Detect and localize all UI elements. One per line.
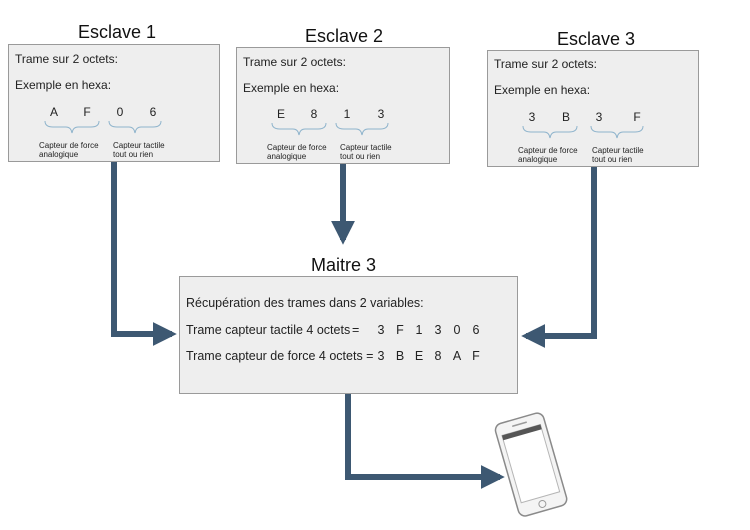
maitre-row2-value: A: [452, 349, 462, 363]
esclave3-digit: 3: [528, 110, 536, 124]
maitre-row1-value: 3: [434, 323, 442, 337]
esclave2-digit: 3: [377, 107, 385, 121]
esclave1-digit: F: [83, 105, 91, 119]
esclave3-frame-text: Trame sur 2 octets:: [494, 57, 597, 71]
esclave3-force-label: Capteur de force analogique: [518, 146, 578, 164]
maitre-row1-value: 6: [472, 323, 480, 337]
esclave2-tactile-label: Capteur tactile tout ou rien: [340, 143, 392, 161]
esclave3-digit: 3: [595, 110, 603, 124]
maitre-title: Maitre 3: [311, 255, 377, 275]
arrow-maitre-to-phone: [345, 394, 505, 489]
maitre-row2-value: 8: [434, 349, 442, 363]
maitre-row2-value: F: [472, 349, 480, 363]
esclave2-digit: E: [276, 107, 285, 121]
esclave1-box: Trame sur 2 octets: Exemple en hexa: A F…: [8, 44, 220, 162]
maitre-row2-value: E: [414, 349, 424, 363]
esclave1-digit: 6: [149, 105, 157, 119]
arrow-esclave3-to-maitre: [521, 167, 597, 348]
esclave3-braces: [522, 125, 644, 139]
esclave2-digit: 1: [343, 107, 351, 121]
esclave2-example-text: Exemple en hexa:: [243, 81, 340, 95]
esclave2-braces: [271, 122, 389, 136]
esclave3-digit: B: [561, 110, 570, 124]
maitre-row1-value: 3: [377, 323, 385, 337]
esclave1-force-label: Capteur de force analogique: [39, 141, 99, 159]
esclave1-digit: A: [49, 105, 58, 119]
maitre-row1-label: Trame capteur tactile 4 octets: [186, 323, 351, 337]
maitre-box: Récupération des trames dans 2 variables…: [179, 276, 518, 394]
esclave2-digit: 8: [310, 107, 318, 121]
maitre-row1-equals: =: [352, 323, 360, 337]
maitre-row2-value: 3: [377, 349, 385, 363]
esclave2-box: Trame sur 2 octets: Exemple en hexa: E 8…: [236, 47, 450, 164]
esclave1-frame-text: Trame sur 2 octets:: [15, 52, 118, 66]
maitre-row2-label: Trame capteur de force 4 octets =: [186, 349, 374, 363]
maitre-heading: Récupération des trames dans 2 variables…: [186, 296, 424, 310]
maitre-row2-value: B: [395, 349, 405, 363]
esclave1-title: Esclave 1: [78, 22, 157, 42]
esclave3-tactile-label: Capteur tactile tout ou rien: [592, 146, 644, 164]
arrow-esclave1-to-maitre: [111, 162, 177, 346]
esclave3-box: Trame sur 2 octets: Exemple en hexa: 3 B…: [487, 50, 699, 167]
esclave3-example-text: Exemple en hexa:: [494, 83, 591, 97]
esclave1-tactile-label: Capteur tactile tout ou rien: [113, 141, 165, 159]
maitre-row1-value: F: [396, 323, 404, 337]
esclave3-title: Esclave 3: [557, 29, 636, 49]
esclave1-example-text: Exemple en hexa:: [15, 78, 112, 92]
esclave2-force-label: Capteur de force analogique: [267, 143, 327, 161]
esclave2-title: Esclave 2: [305, 26, 384, 46]
esclave1-braces: [44, 120, 162, 134]
smartphone-icon: [494, 412, 568, 517]
esclave1-digit: 0: [116, 105, 124, 119]
maitre-row1-value: 1: [415, 323, 423, 337]
maitre-row1-value: 0: [453, 323, 461, 337]
esclave3-digit: F: [633, 110, 641, 124]
esclave2-frame-text: Trame sur 2 octets:: [243, 55, 346, 69]
